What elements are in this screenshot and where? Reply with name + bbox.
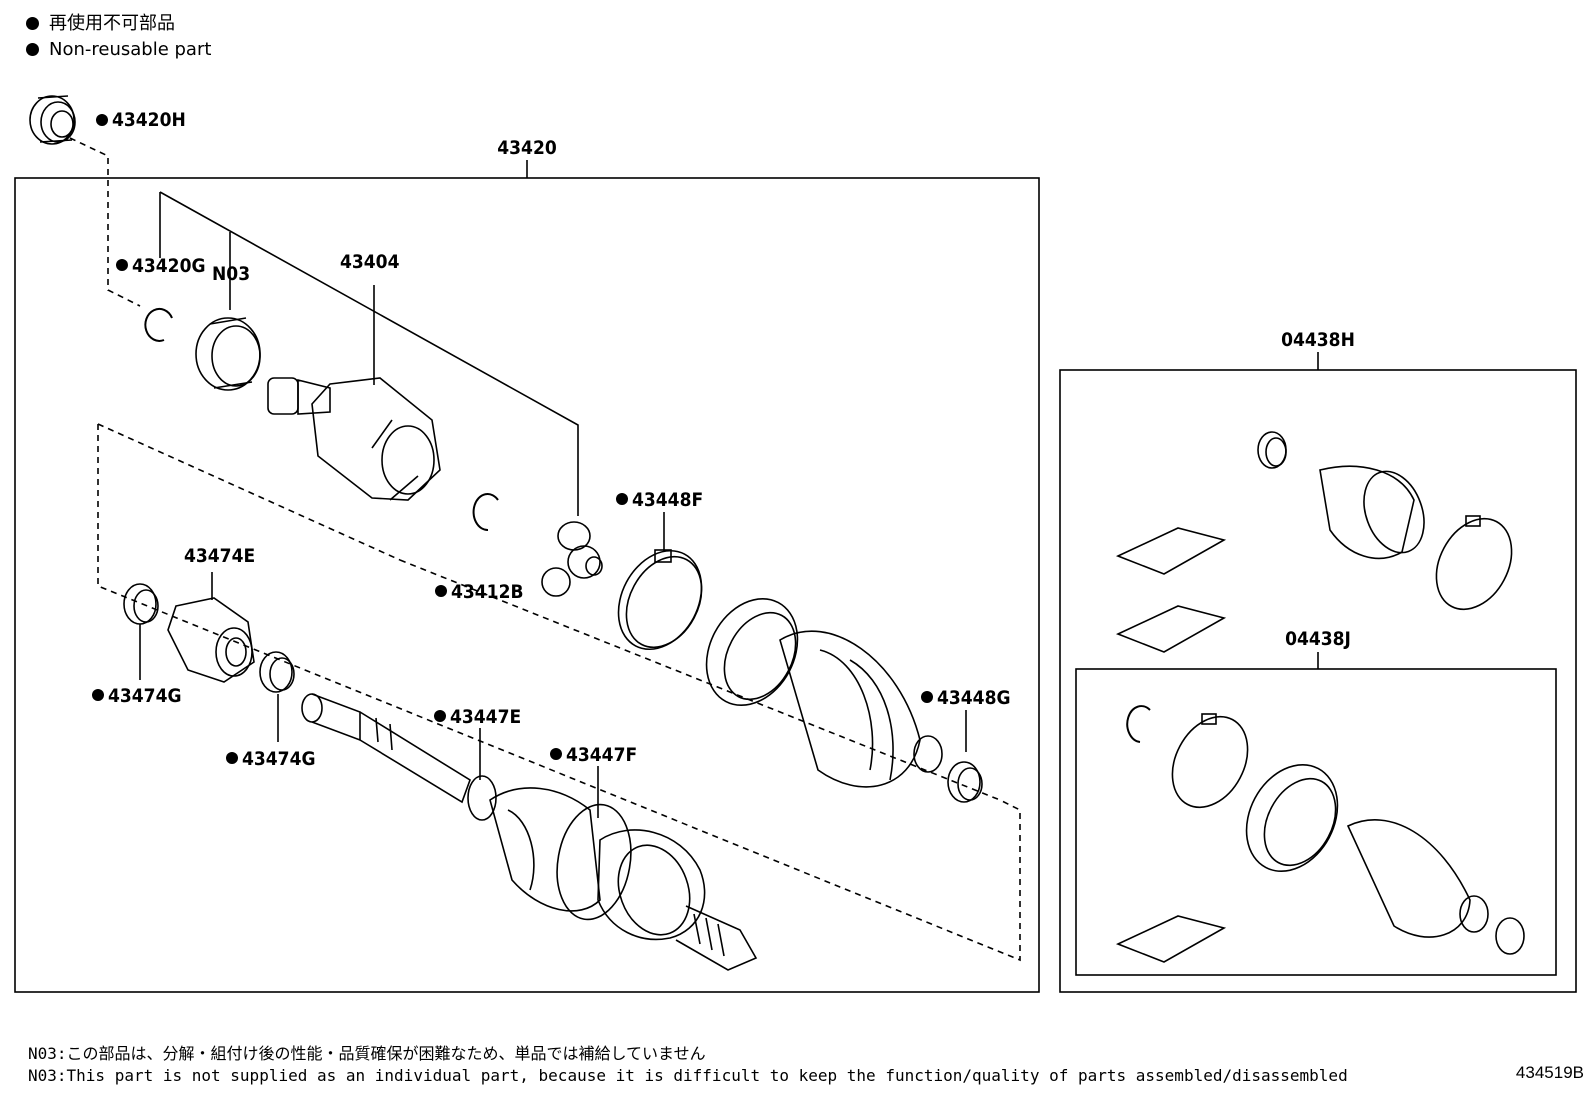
kit-04438H-parts (1115, 431, 1513, 653)
label-04438J: 04438J (1285, 628, 1351, 650)
snap-ring-43420G (144, 307, 173, 342)
snap-ring-43412B (472, 493, 499, 532)
label-43404: 43404 (340, 251, 400, 273)
label-43412B: 43412B (451, 581, 524, 603)
kit-04438J-parts (1115, 705, 1525, 963)
legend-en: Non-reusable part (26, 40, 211, 60)
figure-number: 434519B (1515, 1063, 1584, 1082)
clamp-43447F (556, 803, 632, 921)
inboard-boot (705, 597, 943, 788)
clamp-43474G-left (123, 583, 159, 625)
clamp-43447E (467, 775, 497, 821)
legend-jp: 再使用不可部品 (26, 14, 175, 34)
clamp-43448F (617, 549, 703, 651)
non-reusable-dot-icon (26, 43, 39, 56)
label-43448G: 43448G (937, 687, 1011, 709)
label-43474G-right: 43474G (242, 748, 316, 770)
clamp-43448G (947, 761, 983, 803)
note-en: N03:This part is not supplied as an indi… (28, 1066, 1348, 1085)
label-43474E: 43474E (184, 545, 255, 567)
label-43447F: 43447F (566, 744, 637, 766)
joint-housing-43404 (267, 377, 441, 501)
leader-dashed-43420H (69, 137, 141, 307)
kit-04438H-frame (1059, 369, 1577, 993)
outboard-boot-and-joint (489, 787, 758, 971)
label-43447E: 43447E (450, 706, 521, 728)
shaft-assembly-dashed-outline (97, 424, 1021, 962)
label-43420G: 43420G (132, 255, 206, 277)
label-43448F: 43448F (632, 489, 703, 511)
seal-N03 (195, 317, 261, 391)
tripod-joint (541, 521, 603, 597)
label-04438H: 04438H (1281, 329, 1355, 351)
label-N03: N03 (212, 263, 250, 285)
label-43474G-left: 43474G (108, 685, 182, 707)
note-jp: N03:この部品は、分解・組付け後の性能・品質確保が困難なため、単品では補給して… (28, 1044, 706, 1063)
label-43420: 43420 (497, 137, 557, 159)
kit-04438J-frame (1075, 668, 1557, 976)
seal-43420H (29, 95, 76, 145)
label-43420H: 43420H (112, 109, 186, 131)
non-reusable-dot-icon (26, 17, 39, 30)
drive-shaft (301, 693, 471, 804)
damper-43474E (167, 597, 255, 683)
clamp-43474G-right (259, 651, 295, 693)
assembly-43420-frame (14, 177, 1040, 993)
